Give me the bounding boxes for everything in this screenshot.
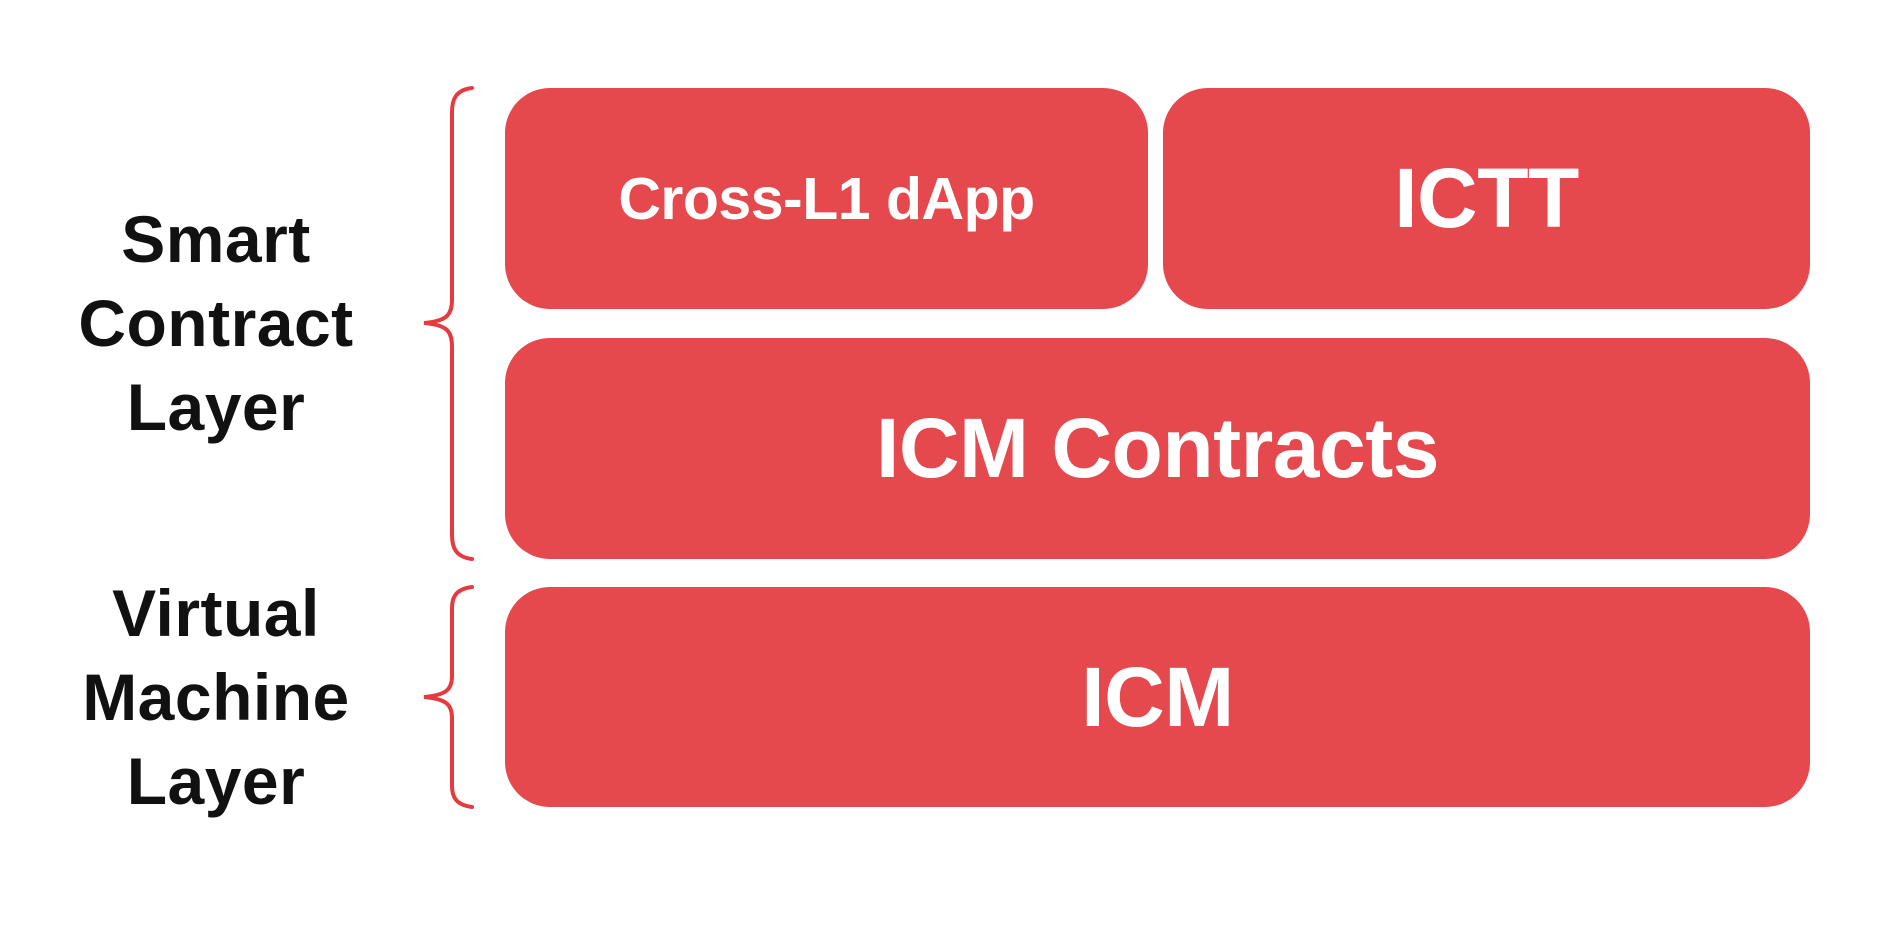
cross-l1-dapp-box: Cross-L1 dApp [505,88,1148,309]
label-line: Layer [126,370,306,444]
ictt-box: ICTT [1163,88,1810,309]
brace-path [423,86,474,561]
smart-contract-layer-label: Smart Contract Layer [26,197,406,449]
label-line: Layer [126,744,306,818]
box-label: ICM [1081,649,1234,744]
icm-contracts-box: ICM Contracts [505,338,1810,559]
box-label: Cross-L1 dApp [618,165,1035,232]
label-line: Smart [121,202,311,276]
label-line: Contract [78,286,354,360]
label-line: Machine [82,660,350,734]
virtual-machine-layer-label: Virtual Machine Layer [26,571,406,823]
box-label: ICM Contracts [876,401,1439,495]
box-label: ICTT [1394,151,1579,245]
brace-path [423,585,474,809]
icm-box: ICM [505,587,1810,807]
label-line: Virtual [112,576,320,650]
